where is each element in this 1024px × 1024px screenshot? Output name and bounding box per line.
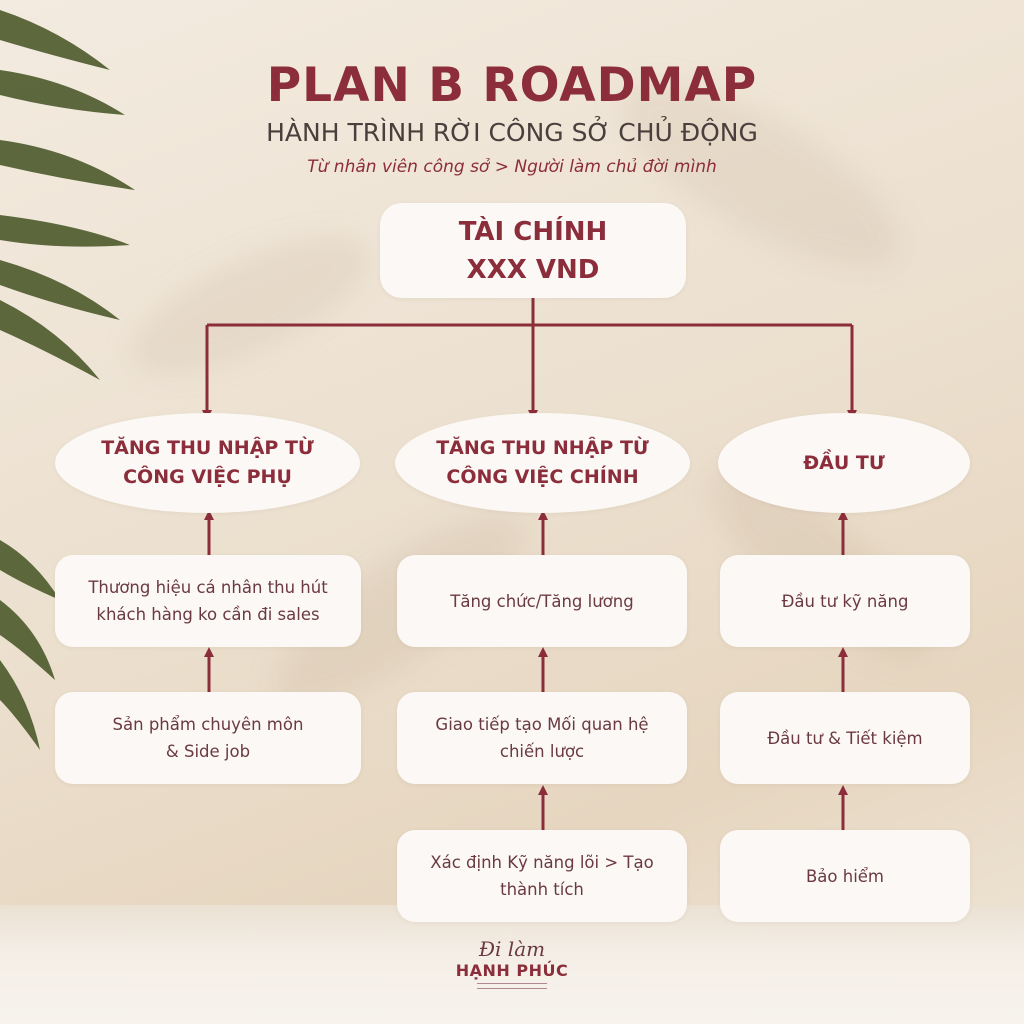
page-tagline: Từ nhân viên công sở > Người làm chủ đời…	[307, 157, 717, 177]
page-subtitle: HÀNH TRÌNH RỜI CÔNG SỞ CHỦ ĐỘNG	[266, 118, 758, 147]
logo-main-text: HẠNH PHÚC	[455, 961, 569, 980]
floor-background	[0, 905, 1024, 1024]
brand-logo: Đi làm HẠNH PHÚC	[440, 936, 584, 1006]
root-line1: TÀI CHÍNH	[458, 216, 608, 247]
step-box: Thương hiệu cá nhân thu hút khách hàng k…	[55, 555, 361, 647]
step-box: Giao tiếp tạo Mối quan hệ chiến lược	[397, 692, 687, 784]
logo-script-text: Đi làm	[478, 937, 546, 961]
step-box: Tăng chức/Tăng lương	[397, 555, 687, 647]
step-box: Bảo hiểm	[720, 830, 970, 922]
step-box: Xác định Kỹ năng lõi > Tạo thành tích	[397, 830, 687, 922]
page-title: PLAN B ROADMAP	[266, 58, 758, 113]
step-box: Sản phẩm chuyên môn & Side job	[55, 692, 361, 784]
column-heading-investment: ĐẦU TƯ	[718, 413, 970, 513]
step-box: Đầu tư kỹ năng	[720, 555, 970, 647]
root-line2: XXX VND	[466, 254, 600, 285]
step-box: Đầu tư & Tiết kiệm	[720, 692, 970, 784]
root-node-finance: TÀI CHÍNH XXX VND	[380, 203, 686, 298]
column-heading-side-income: TĂNG THU NHẬP TỪ CÔNG VIỆC PHỤ	[55, 413, 360, 513]
column-heading-main-income: TĂNG THU NHẬP TỪ CÔNG VIỆC CHÍNH	[395, 413, 690, 513]
logo-underline	[477, 983, 547, 989]
palm-leaf-decoration	[0, 10, 135, 750]
